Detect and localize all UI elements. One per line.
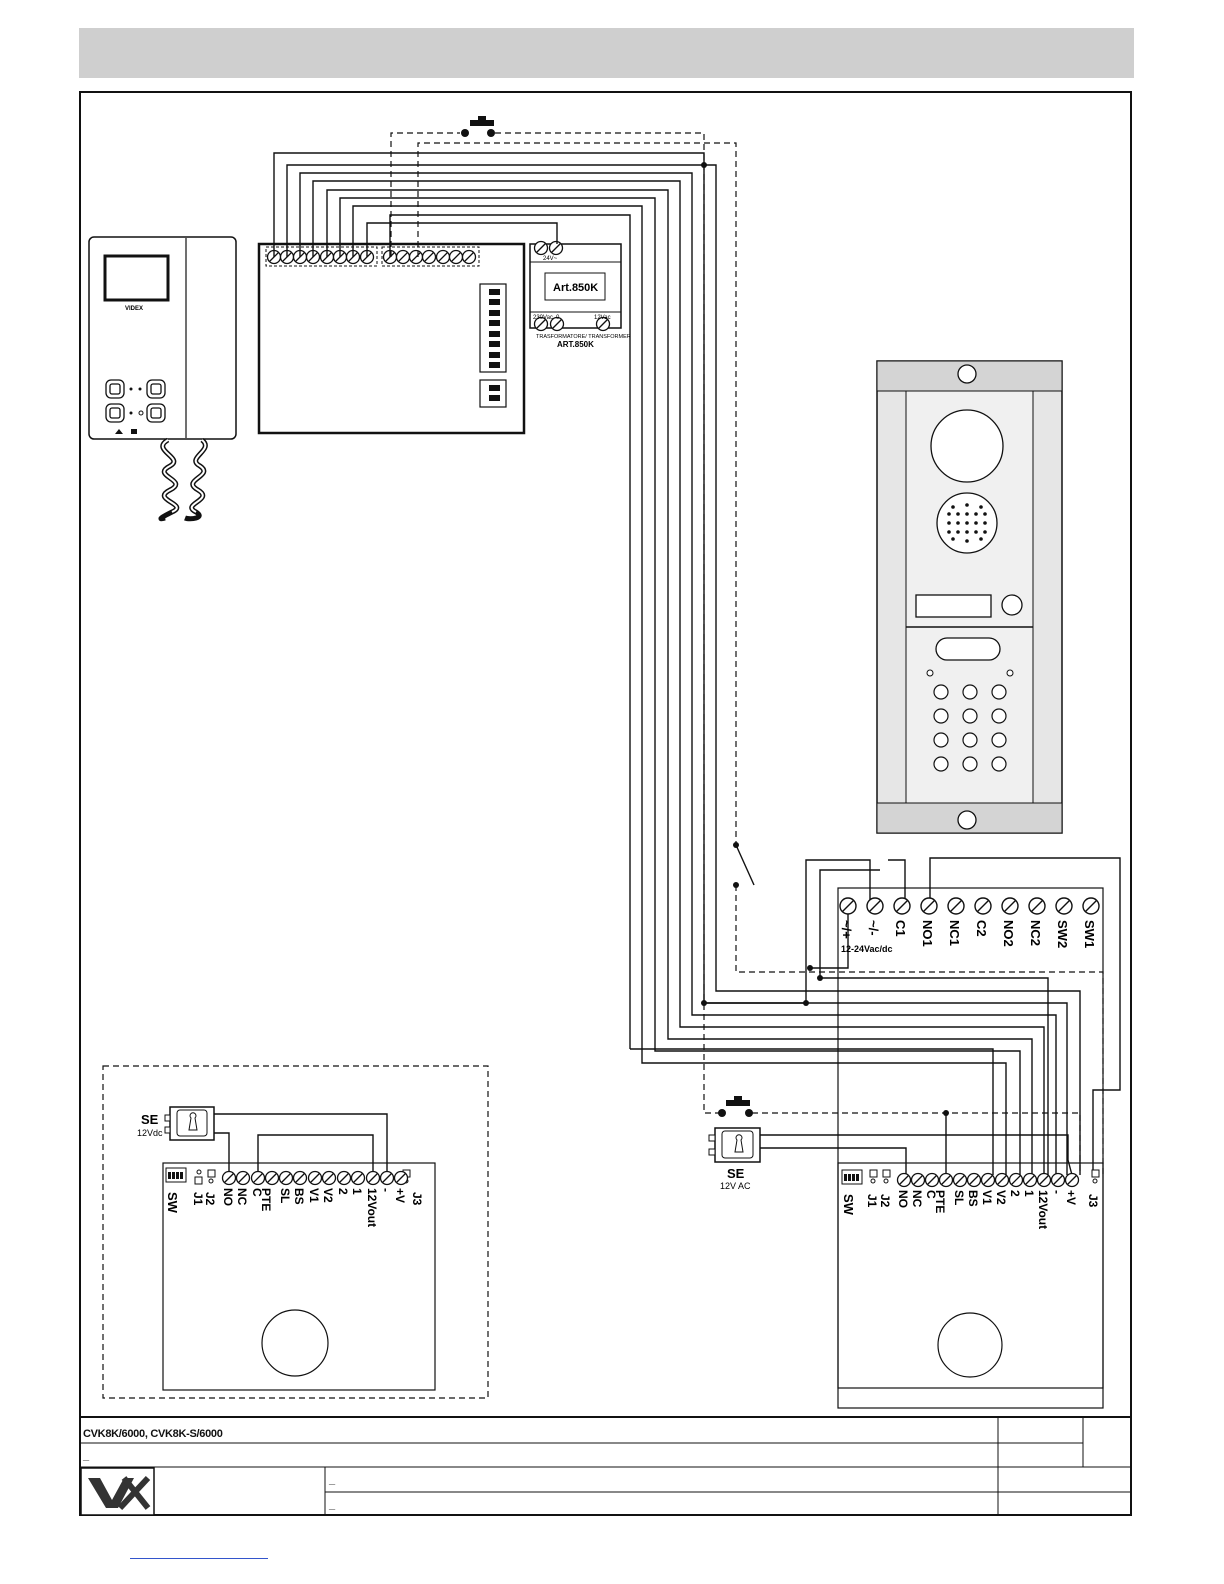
lock-right bbox=[709, 1128, 760, 1162]
lock-right-voltage: 12V AC bbox=[720, 1181, 751, 1191]
speaker-left bbox=[262, 1310, 328, 1376]
relay-label-6: NO2 bbox=[1001, 920, 1016, 947]
transformer-caption-2: ART.850K bbox=[557, 340, 594, 349]
power-supply-dip-switches bbox=[480, 284, 506, 407]
right-label-6: V1 bbox=[980, 1190, 994, 1205]
left-jumper-sw: SW bbox=[165, 1192, 180, 1214]
left-terminal-labels: NO NC C PTE SL BS V1 V2 2 1 12Vout - +V … bbox=[165, 1188, 424, 1227]
right-label-3: PTE bbox=[933, 1190, 947, 1213]
relay-label-5: C2 bbox=[974, 920, 989, 937]
left-jumper-j2: J2 bbox=[203, 1192, 217, 1206]
transformer-top-label: 24V~ bbox=[543, 256, 558, 262]
right-terminal-labels: NO NC C PTE SL BS V1 V2 2 1 12Vout - +V … bbox=[841, 1190, 1100, 1229]
model-line: CVK8K/6000, CVK8K-S/6000 bbox=[83, 1428, 223, 1440]
title-block-row-mark-1: _ bbox=[329, 1474, 335, 1486]
left-terminals bbox=[223, 1172, 408, 1185]
name-tag bbox=[916, 595, 991, 617]
lock-left-voltage: 12Vdc bbox=[137, 1128, 163, 1138]
panel-screw-bottom bbox=[958, 811, 976, 829]
left-label-6: V1 bbox=[307, 1188, 321, 1203]
right-jumper-j3: J3 bbox=[1086, 1194, 1100, 1208]
door-release-button-right bbox=[718, 1096, 753, 1117]
right-label-5: BS bbox=[966, 1190, 980, 1207]
power-supply-terminals bbox=[268, 251, 476, 264]
relay-label-9: SW1 bbox=[1082, 920, 1097, 948]
relay-supply-label: 12-24Vac/dc bbox=[841, 944, 893, 954]
relay-switch-contact bbox=[736, 845, 754, 885]
right-label-1: NC bbox=[910, 1190, 924, 1208]
left-jumper-j1: J1 bbox=[191, 1192, 205, 1206]
call-button bbox=[1002, 595, 1022, 615]
relay-label-7: NC2 bbox=[1028, 920, 1043, 946]
relay-label-8: SW2 bbox=[1055, 920, 1070, 948]
monitor-screen bbox=[105, 256, 168, 300]
left-label-12: +V bbox=[393, 1188, 407, 1203]
transformer-input-label: 230Vac bbox=[533, 315, 553, 321]
left-label-11: - bbox=[379, 1188, 393, 1192]
left-label-0: NO bbox=[221, 1188, 235, 1206]
monitor-unit: VIDEX bbox=[89, 237, 236, 519]
relay-label-0: ~/+ bbox=[839, 920, 854, 939]
left-jumper-j3: J3 bbox=[410, 1192, 424, 1206]
right-jumper-sw: SW bbox=[841, 1194, 856, 1216]
right-label-8: 2 bbox=[1008, 1190, 1022, 1197]
right-label-9: 1 bbox=[1022, 1190, 1036, 1197]
lock-right-label: SE bbox=[727, 1166, 745, 1181]
speaker-right bbox=[938, 1313, 1002, 1377]
panel-screw-top bbox=[958, 365, 976, 383]
monitor-brand: VIDEX bbox=[125, 306, 143, 312]
right-label-7: V2 bbox=[994, 1190, 1008, 1205]
left-label-10: 12Vout bbox=[365, 1188, 379, 1227]
right-terminals bbox=[898, 1174, 1079, 1187]
title-block bbox=[80, 1417, 1131, 1516]
speech-unit-left: NO NC C PTE SL BS V1 V2 2 1 12Vout - +V … bbox=[137, 1107, 435, 1390]
left-label-4: SL bbox=[278, 1188, 292, 1203]
left-label-7: V2 bbox=[321, 1188, 335, 1203]
title-block-mark: _ bbox=[83, 1450, 89, 1462]
transformer-output-label: 12Vac bbox=[594, 315, 611, 321]
power-supply-box bbox=[259, 244, 524, 433]
right-label-10: 12Vout bbox=[1036, 1190, 1050, 1229]
keypad-display bbox=[936, 638, 1000, 660]
relay-label-4: NC1 bbox=[947, 920, 962, 946]
left-label-3: PTE bbox=[259, 1188, 273, 1211]
footer-link-underline[interactable] bbox=[130, 1558, 268, 1559]
handset-coiled-cord bbox=[161, 440, 205, 519]
left-label-5: BS bbox=[292, 1188, 306, 1205]
transformer-model: Art.850K bbox=[553, 282, 598, 294]
right-label-12: +V bbox=[1064, 1190, 1078, 1205]
relay-label-3: NO1 bbox=[920, 920, 935, 947]
vx-logo bbox=[81, 1468, 154, 1515]
right-label-11: - bbox=[1050, 1190, 1064, 1194]
relay-label-2: C1 bbox=[893, 920, 908, 937]
relay-terminals bbox=[840, 898, 1099, 914]
transformer-unit: Art.850K 24V~ 230Vac 0 12Vac TRASFORMATO… bbox=[530, 242, 631, 350]
left-label-9: 1 bbox=[350, 1188, 364, 1195]
left-label-8: 2 bbox=[336, 1188, 350, 1195]
camera-lens bbox=[931, 410, 1003, 482]
lock-left bbox=[165, 1107, 214, 1140]
title-block-row-mark-2: _ bbox=[329, 1499, 335, 1511]
right-jumper-j2: J2 bbox=[878, 1194, 892, 1208]
lock-left-label: SE bbox=[141, 1112, 159, 1127]
relay-label-1: ~/- bbox=[866, 920, 881, 936]
right-label-0: NO bbox=[896, 1190, 910, 1208]
door-entry-panel bbox=[877, 361, 1062, 833]
door-release-button-top bbox=[461, 116, 495, 137]
right-jumper-j1: J1 bbox=[865, 1194, 879, 1208]
left-label-1: NC bbox=[235, 1188, 249, 1206]
right-label-4: SL bbox=[952, 1190, 966, 1205]
